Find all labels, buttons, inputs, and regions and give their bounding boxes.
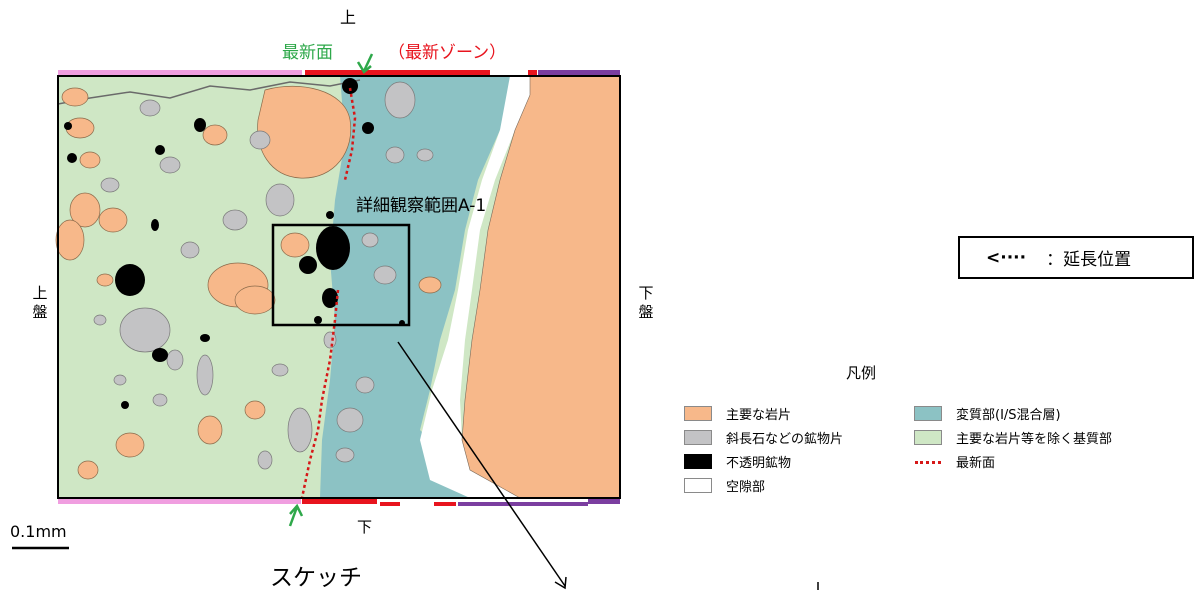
legend-item-void: 空隙部 xyxy=(684,476,765,495)
opaque-minerals xyxy=(64,78,405,409)
newest-surface-label: 最新面 xyxy=(282,43,333,63)
legend-label: 主要な岩片 xyxy=(726,408,792,423)
extension-position-box: <···· ：延長位置 xyxy=(958,236,1194,279)
bottom-red-bar-small xyxy=(380,502,400,506)
detail-area-label: 詳細観察範囲A-1 xyxy=(356,196,487,216)
legend-item-opaque-mineral: 不透明鉱物 xyxy=(684,452,791,471)
legend-item-altered-zone: 変質部(I/S混合層) xyxy=(914,404,1061,423)
bottom-purple-bar xyxy=(458,502,588,506)
legend-swatch xyxy=(684,478,712,493)
top-purple-bar xyxy=(538,70,620,75)
green-arrow-bottom xyxy=(288,503,304,527)
newest-surface-line xyxy=(300,87,357,499)
legend-label: 斜長石などの鉱物片 xyxy=(726,432,844,447)
dotted-arrow-icon: <···· xyxy=(986,247,1027,268)
bottom-red-bar-small-2 xyxy=(434,502,456,506)
scale-label: 0.1mm xyxy=(10,522,67,541)
green-arrow-top xyxy=(356,53,374,74)
bottom-purple-bar-2 xyxy=(588,499,620,504)
legend-swatch xyxy=(914,430,942,445)
top-pink-bar xyxy=(58,70,302,75)
rock-fragments xyxy=(55,85,442,480)
left-side-label: 上盤 xyxy=(32,284,48,321)
top-red-bar xyxy=(305,70,490,75)
legend-item-mineral-fragment: 斜長石などの鉱物片 xyxy=(684,428,843,447)
top-red-bar-small xyxy=(528,70,537,75)
bottom-red-bar xyxy=(302,499,377,504)
detail-pointer-line xyxy=(397,341,567,590)
legend-swatch xyxy=(684,430,712,445)
top-label: 上 xyxy=(340,8,357,27)
bottom-pink-bar xyxy=(58,499,301,504)
sketch-label: スケッチ xyxy=(270,565,362,591)
legend-item-newest-surface: 最新面 xyxy=(914,452,995,471)
bottom-label: 下 xyxy=(357,518,373,536)
detail-area-box xyxy=(271,223,411,327)
legend-swatch xyxy=(684,406,712,421)
newest-zone-label: （最新ゾーン） xyxy=(388,43,507,63)
legend-swatch xyxy=(684,454,712,469)
extension-position-text: ：延長位置 xyxy=(1046,250,1132,270)
legend-item-matrix: 主要な岩片等を除く基質部 xyxy=(914,428,1112,447)
void-band xyxy=(420,76,545,498)
legend-title: 凡例 xyxy=(846,364,877,382)
legend-swatch xyxy=(914,406,942,421)
legend-label: 最新面 xyxy=(956,456,996,471)
legend-item-rock-fragment: 主要な岩片 xyxy=(684,404,791,423)
legend-label: 不透明鉱物 xyxy=(726,456,792,471)
legend-swatch-dotted-line xyxy=(914,454,942,469)
legend-label: 変質部(I/S混合層) xyxy=(956,408,1061,423)
top-crack xyxy=(57,79,361,105)
sketch-frame xyxy=(57,75,621,499)
legend-label: 主要な岩片等を除く基質部 xyxy=(956,432,1113,447)
legend-label: 空隙部 xyxy=(726,480,766,495)
right-side-label: 下盤 xyxy=(638,284,654,321)
